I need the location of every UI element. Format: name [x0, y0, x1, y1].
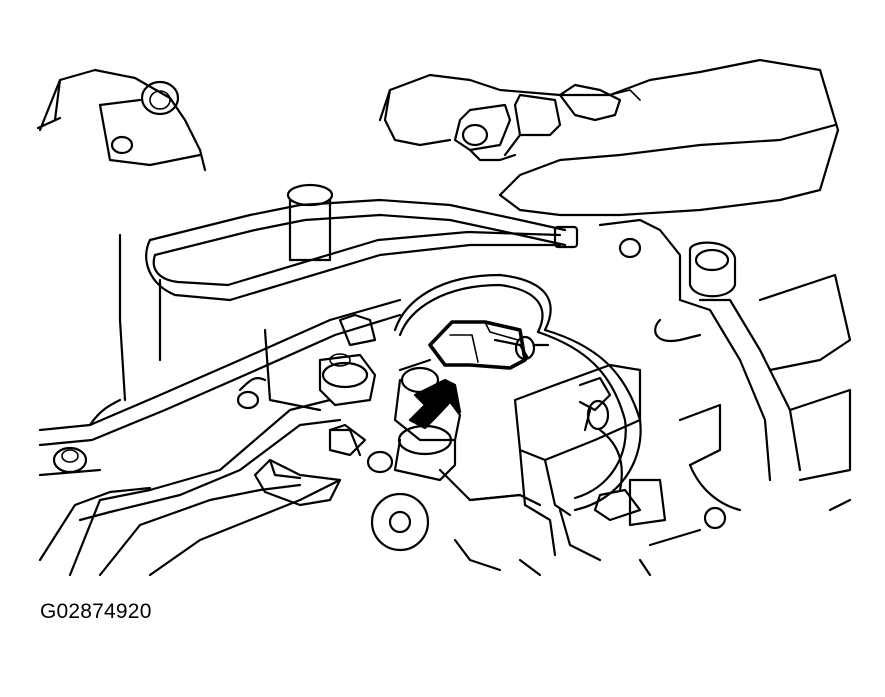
upper-left-bracket: [36, 68, 207, 172]
fuel-line-upper: [145, 198, 579, 302]
lower-center-lines: [236, 353, 623, 577]
arrow-up-right-icon: [408, 378, 462, 430]
figure-id-label: G02874920: [40, 600, 152, 623]
injector-post: [286, 183, 334, 262]
sensor-connector: [428, 320, 550, 370]
throttle-body: [263, 313, 462, 552]
left-mount-bolt: [38, 233, 162, 477]
vacuum-line-left: [38, 298, 402, 447]
lower-left-hose: [38, 398, 362, 577]
right-linkage: [468, 218, 852, 577]
intake-manifold-cover: [378, 58, 840, 217]
mounting-bracket: [513, 363, 642, 557]
